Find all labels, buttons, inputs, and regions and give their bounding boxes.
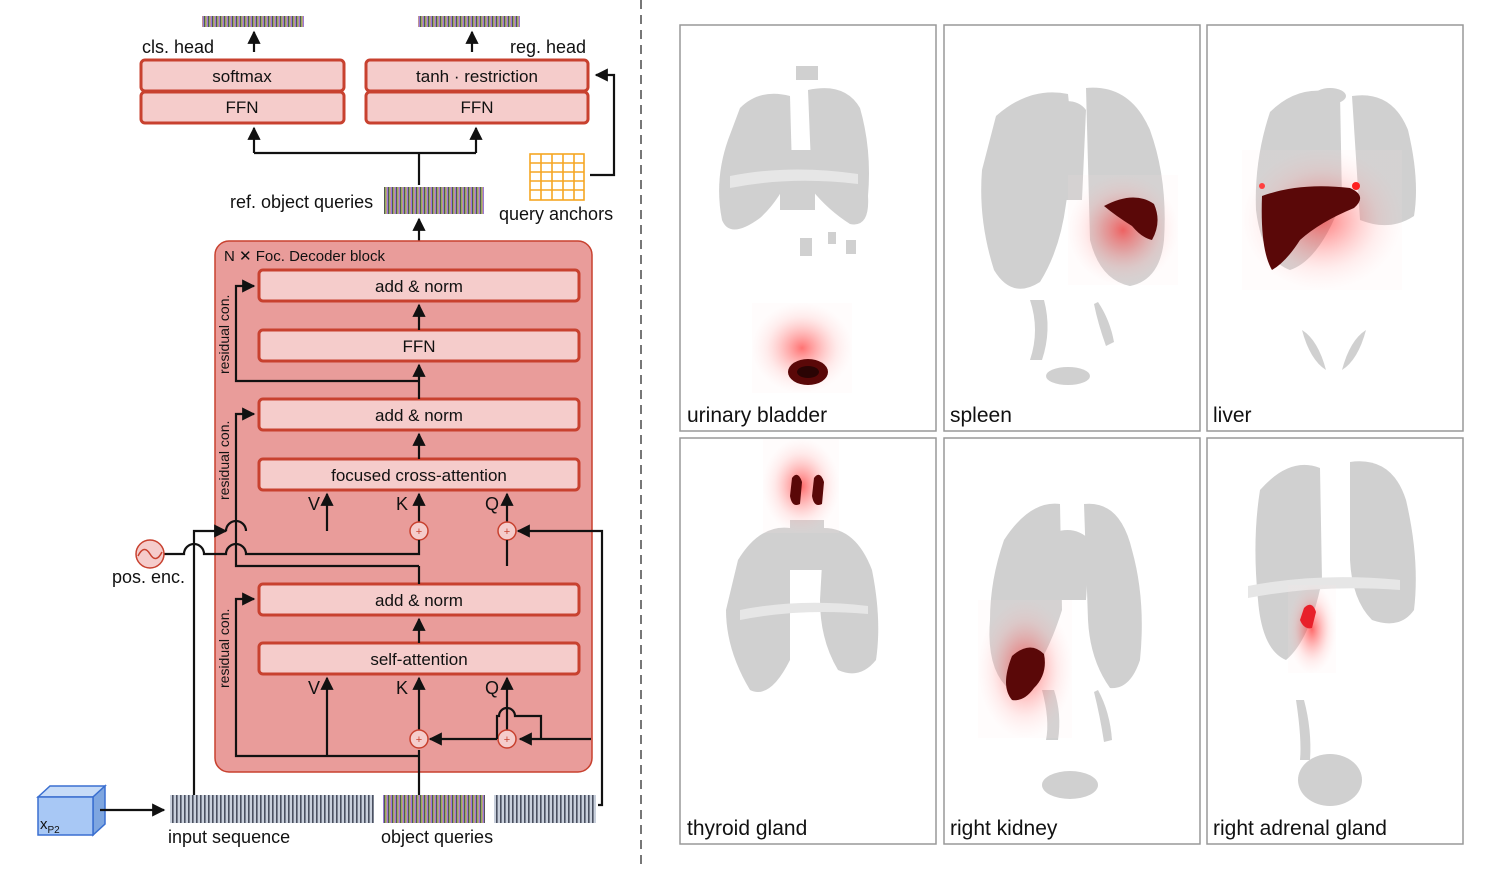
add-norm-block-3 [257, 268, 581, 303]
ref-object-queries-tokens [384, 187, 484, 214]
panel-thyroid-gland: thyroid gland [679, 437, 937, 845]
attention-panels: urinary bladder spleen [679, 24, 1464, 845]
tanh-restriction-label: tanh · restriction [416, 67, 538, 86]
reg-head-label: reg. head [510, 37, 586, 57]
object-queries-extra-tokens [494, 795, 596, 823]
object-queries-label: object queries [381, 827, 493, 847]
plus-node-self-q-sign: + [504, 734, 510, 746]
decoder-ffn-label: FFN [402, 337, 435, 356]
pos-enc-icon [135, 539, 165, 569]
architecture-diagram: cls. head reg. head softmax FFN tanh · r… [36, 16, 616, 847]
panel-label-spleen: spleen [950, 404, 1012, 427]
panel-spleen: spleen [943, 24, 1201, 432]
self-attention-label: self-attention [370, 650, 467, 669]
add-norm-label-1: add & norm [375, 591, 463, 610]
cls-head-label: cls. head [142, 37, 214, 57]
cross-k-label: K [396, 494, 408, 514]
self-q-label: Q [485, 678, 499, 698]
decoder-block [214, 240, 593, 773]
residual-con-label-3: residual con. [216, 295, 232, 374]
panel-right-kidney: right kidney [943, 437, 1201, 845]
cls-output-tokens [202, 16, 304, 27]
cls-ffn-block [139, 90, 346, 125]
panel-urinary-bladder: urinary bladder [679, 24, 937, 432]
cls-ffn-label: FFN [225, 98, 258, 117]
residual-con-label-1: residual con. [216, 609, 232, 688]
reg-ffn-block [364, 90, 590, 125]
pos-enc-label: pos. enc. [112, 567, 185, 587]
reg-output-tokens [418, 16, 520, 27]
xp2-label: xP2 [40, 816, 60, 836]
query-anchors-grid [529, 153, 585, 201]
cross-v-label: V [308, 494, 320, 514]
plus-node-cross-k-sign: + [416, 526, 422, 538]
panel-label-urinary-bladder: urinary bladder [687, 404, 827, 427]
self-v-label: V [308, 678, 320, 698]
panel-label-right-adrenal-gland: right adrenal gland [1213, 817, 1387, 840]
panel-label-liver: liver [1213, 404, 1252, 427]
add-norm-label-3: add & norm [375, 277, 463, 296]
plus-node-cross-q-sign: + [504, 526, 510, 538]
reg-ffn-label: FFN [460, 98, 493, 117]
self-k-label: K [396, 678, 408, 698]
decoder-block-title: N ✕ Foc. Decoder block [224, 248, 385, 265]
object-queries-tokens [383, 795, 485, 823]
panel-liver: liver [1206, 24, 1464, 432]
input-sequence-tokens [170, 795, 374, 823]
ref-object-queries-label: ref. object queries [230, 192, 373, 212]
panel-right-adrenal-gland: right adrenal gland [1206, 437, 1464, 845]
query-anchors-label: query anchors [499, 204, 613, 224]
panel-label-thyroid-gland: thyroid gland [687, 817, 807, 840]
plus-node-self-k-sign: + [416, 734, 422, 746]
residual-con-label-2: residual con. [216, 421, 232, 500]
xp2-cube [36, 784, 107, 837]
focused-cross-attention-label: focused cross-attention [331, 466, 507, 485]
panel-label-right-kidney: right kidney [950, 817, 1058, 840]
plus-node-self-k [409, 729, 429, 749]
input-sequence-label: input sequence [168, 827, 290, 847]
softmax-label: softmax [212, 67, 272, 86]
add-norm-label-2: add & norm [375, 406, 463, 425]
cross-q-label: Q [485, 494, 499, 514]
